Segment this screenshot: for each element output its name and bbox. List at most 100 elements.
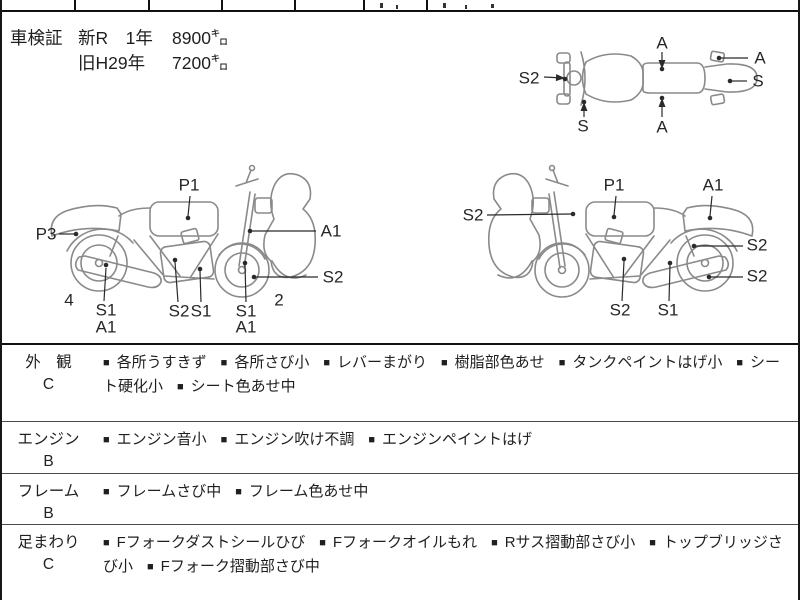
defect-item-text: レバーまがり — [337, 354, 428, 371]
diagram-label-s: S — [752, 71, 764, 91]
defect-item-text: シート硬化小 — [103, 354, 781, 395]
category-label: フレーム — [17, 483, 80, 500]
category-grade: C — [42, 376, 55, 393]
diagram-label-s2: S2 — [322, 267, 344, 287]
bullet-square-icon: ■ — [736, 357, 744, 369]
vehicle-inspection-block: 車検証 新R 1年 8900㌔ 旧H29年 7200㌔ — [10, 26, 228, 76]
clipped-text-fragment — [443, 3, 446, 8]
diagram-label-p1: P1 — [603, 175, 625, 195]
defect-item-text: シート色あせ中 — [190, 377, 296, 395]
defect-item: ■Fフォーク摺動部さび中 — [133, 558, 320, 575]
header-divider — [148, 0, 150, 10]
defect-item: ■ Fフォークダストシールひび — [103, 534, 305, 551]
bullet-square-icon: ■ — [491, 537, 498, 549]
bullet-square-icon: ■ — [558, 357, 566, 369]
defect-items: ■ フレームさび中 ■ フレーム色あせ中 — [95, 474, 798, 524]
clipped-text-fragment — [380, 3, 383, 8]
diagram-label-a: A — [656, 33, 668, 53]
diagram-label-p1: P1 — [178, 175, 200, 195]
shaken-label-spacer — [10, 51, 78, 76]
category-label: 外 観 — [25, 354, 72, 371]
bullet-square-icon: ■ — [220, 434, 228, 446]
bullet-square-icon: ■ — [368, 434, 375, 446]
cutoff-header-row — [2, 0, 798, 10]
bullet-square-icon: ■ — [323, 357, 330, 369]
clipped-text-fragment — [465, 5, 467, 9]
clipped-text-fragment — [491, 4, 494, 8]
defect-item-text: フレームさび中 — [116, 483, 222, 500]
bullet-square-icon: ■ — [649, 537, 656, 549]
header-divider — [221, 0, 223, 10]
shaken-mileage-new: 8900㌔ — [172, 28, 229, 48]
bullet-square-icon: ■ — [103, 434, 110, 446]
diagram-label-a1: A1 — [320, 221, 342, 241]
motorcycle-top-view-art — [556, 50, 758, 106]
diagram-label-4: 4 — [64, 290, 74, 310]
defect-item-text: Rサス摺動部さび小 — [504, 534, 636, 551]
category-grade: B — [43, 505, 54, 522]
defect-item: ■樹脂部色あせ — [427, 354, 545, 371]
defect-item-text: トップブリッジさび小 — [103, 534, 783, 575]
diagram-label-s2: S2 — [746, 235, 768, 255]
diagram-label-a1: A1 — [702, 175, 724, 195]
header-divider — [74, 0, 76, 10]
header-divider — [363, 0, 365, 10]
diagram-label-a: A — [754, 48, 766, 68]
defect-item: ■ エンジン吹け不調 — [207, 431, 355, 448]
diagram-label-s2: S2 — [746, 266, 768, 286]
diagram-label-p3: P3 — [35, 224, 57, 244]
defect-item: ■エンジン音小 — [103, 431, 207, 448]
clipped-text-fragment — [396, 5, 398, 9]
defect-item-text: エンジン吹け不調 — [234, 431, 355, 448]
bullet-square-icon: ■ — [103, 537, 110, 549]
diagram-label-s1: S1 — [190, 301, 212, 321]
side-view-callout-overlay — [59, 195, 318, 303]
bullet-square-icon: ■ — [103, 486, 110, 498]
defect-item: ■ エンジンペイントはげ — [354, 431, 532, 448]
defect-item: ■ フレームさび中 — [103, 483, 221, 500]
header-divider — [294, 0, 296, 10]
defect-item: ■ フレーム色あせ中 — [221, 483, 368, 500]
shaken-period-old: 旧H29年 — [78, 53, 146, 73]
defect-item-text: 各所うすきず — [116, 354, 207, 371]
top-view-callout-overlay — [543, 52, 748, 117]
inspection-row: フレーム B ■ フレームさび中 ■ フレーム色あせ中 — [2, 474, 798, 525]
diagram-label-a1: A1 — [235, 317, 257, 337]
header-divider — [426, 0, 428, 10]
defect-item: ■シート硬化小 — [103, 354, 780, 395]
diagram-label-s2: S2 — [462, 205, 484, 225]
defect-item-text: 樹脂部色あせ — [454, 354, 545, 371]
category-cell: フレーム B — [2, 474, 95, 524]
diagram-label-s2: S2 — [609, 300, 631, 320]
defect-item: ■タンクペイントはげ小 — [545, 354, 723, 371]
bullet-square-icon: ■ — [220, 357, 228, 369]
defect-item-text: フレーム色あせ中 — [248, 483, 369, 500]
diagram-label-s2: S2 — [518, 68, 540, 88]
defect-item: ■Fフォークオイルもれ — [305, 534, 477, 551]
diagram-label-s: S — [577, 116, 589, 136]
defect-item-text: Fフォーク摺動部さび中 — [160, 557, 320, 575]
header-bottom-border — [2, 10, 798, 12]
diagram-label-s1: S1 — [95, 300, 117, 320]
category-grade: B — [43, 453, 54, 470]
diagram-label-a1: A1 — [95, 317, 117, 337]
side-view-callout-overlay — [486, 195, 743, 302]
defect-item-text: Fフォークダストシールひび — [116, 534, 306, 551]
shaken-period-new: 新R 1年 — [78, 28, 153, 48]
defect-item: ■ Rサス摺動部さび小 — [477, 534, 635, 551]
bullet-square-icon: ■ — [235, 486, 242, 498]
defect-items: ■ Fフォークダストシールひび■Fフォークオイルもれ ■ Rサス摺動部さび小 ■トップブ… — [95, 525, 798, 600]
defect-item-text: エンジンペイントはげ — [382, 431, 533, 448]
defect-item: ■シート色あせ中 — [163, 378, 296, 395]
motorcycle-side-art — [50, 164, 317, 298]
diagram-label-s1: S1 — [657, 300, 679, 320]
category-grade: C — [42, 556, 55, 573]
